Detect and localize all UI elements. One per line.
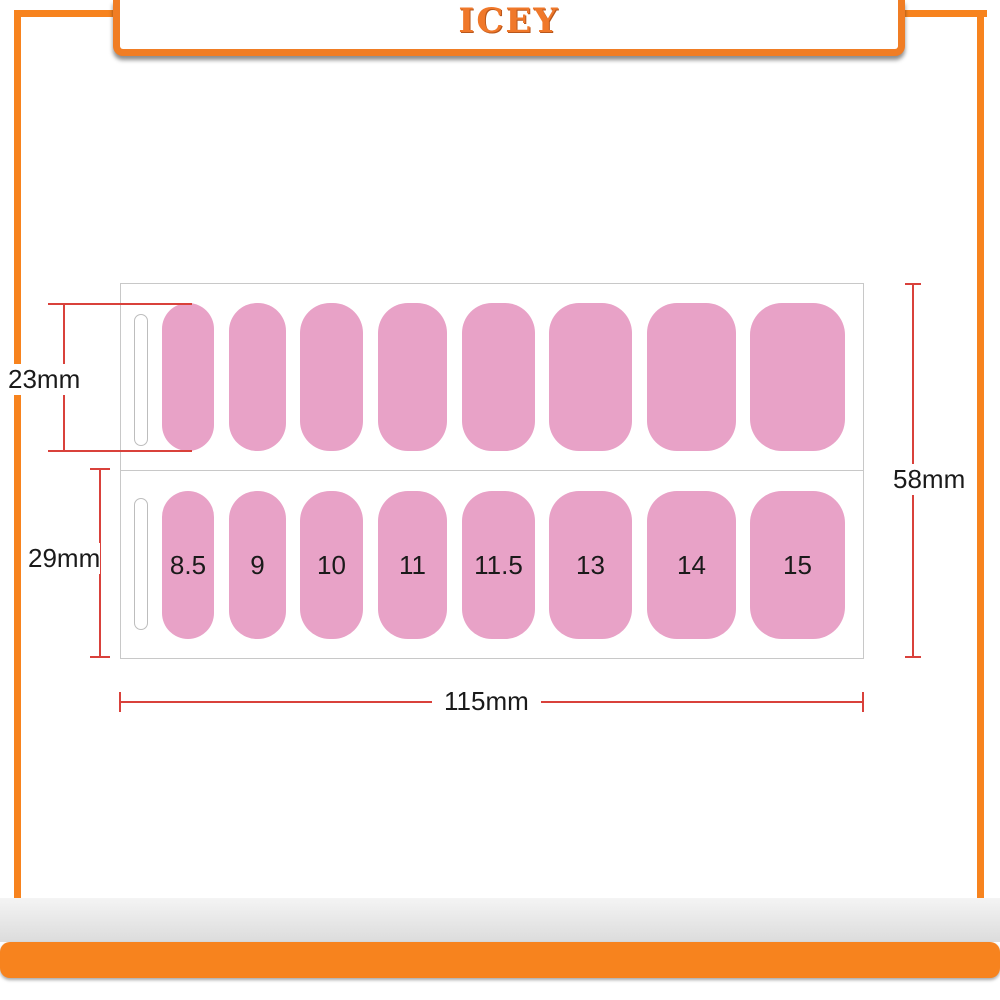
- frame-left-bar: [14, 10, 21, 910]
- nail-sheet: [120, 283, 864, 659]
- nail-size-11: 11: [378, 491, 447, 639]
- dim-29mm-label: 29mm: [28, 543, 101, 574]
- nail-top-7: [647, 303, 736, 451]
- nail-top-8: [750, 303, 845, 451]
- bottom-orange-bar: [0, 942, 1000, 978]
- nail-size-label: 13: [576, 549, 605, 580]
- nail-size-14: 14: [647, 491, 736, 639]
- frame-right-bar: [977, 10, 984, 910]
- pull-tab-top: [134, 314, 148, 446]
- frame-top-left-bar: [14, 10, 118, 17]
- dim-115mm-label: 115mm: [432, 686, 541, 717]
- frame-top-right-bar: [896, 10, 987, 17]
- nail-size-label: 15: [783, 549, 812, 580]
- nail-size-label: 11: [399, 549, 426, 580]
- nail-size-label: 8.5: [169, 549, 207, 580]
- pull-tab-bottom: [134, 498, 148, 630]
- nail-size-8-5: 8.5: [162, 491, 214, 639]
- nail-top-1: [162, 303, 214, 451]
- nail-size-label: 9: [250, 549, 265, 580]
- nail-top-4: [378, 303, 447, 451]
- brand-banner: ICEY: [113, 0, 905, 56]
- dim-23mm-bottom-tick: [48, 450, 192, 452]
- nail-size-10: 10: [300, 491, 363, 639]
- nail-size-label: 14: [677, 549, 706, 580]
- bottom-shadow-band: [0, 898, 1000, 942]
- dim-58mm-label: 58mm: [893, 464, 966, 495]
- nail-top-2: [229, 303, 286, 451]
- sheet-divider: [120, 470, 864, 471]
- nail-size-9: 9: [229, 491, 286, 639]
- nail-top-5: [462, 303, 535, 451]
- nail-size-label: 10: [317, 549, 346, 580]
- nail-top-6: [549, 303, 632, 451]
- nail-top-3: [300, 303, 363, 451]
- nail-size-11-5: 11.5: [462, 491, 535, 639]
- dim-23mm-top-tick: [48, 303, 192, 305]
- nail-size-label: 11.5: [474, 549, 523, 580]
- dim-23mm-label: 23mm: [8, 364, 81, 395]
- nail-size-15: 15: [750, 491, 845, 639]
- brand-logo: ICEY: [458, 0, 560, 41]
- nail-size-13: 13: [549, 491, 632, 639]
